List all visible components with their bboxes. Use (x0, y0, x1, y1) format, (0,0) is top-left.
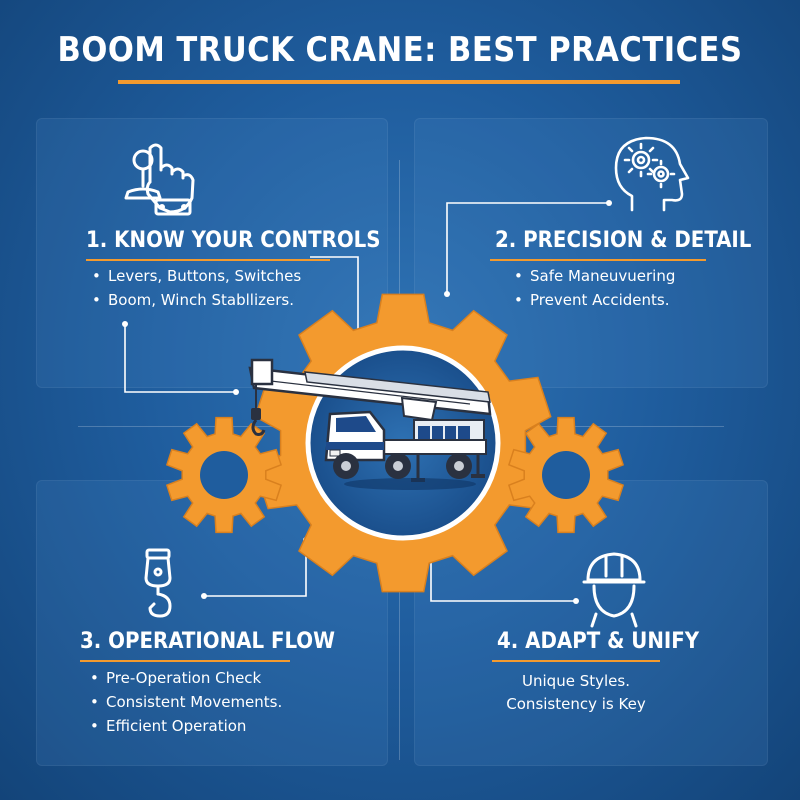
section-adapt-title: 4. ADAPT & UNIFY (497, 629, 700, 654)
list-item: Pre-Operation Check (88, 666, 282, 690)
connector-controls-top (310, 256, 359, 332)
connector-lines (124, 202, 609, 602)
section-precision-list: Safe Maneuvuering Prevent Accidents. (512, 264, 675, 312)
list-item: Consistent Movements. (88, 690, 282, 714)
title-underline (118, 80, 680, 84)
section-flow-underline (80, 660, 290, 662)
head-gears-icon (614, 136, 690, 212)
left-gear-icon (165, 416, 283, 534)
list-item: Safe Maneuvuering (512, 264, 675, 288)
crane-boom-icon (248, 358, 492, 436)
connector-precision (446, 202, 609, 294)
center-gear-ring (305, 345, 501, 541)
hard-hat-worker-icon (582, 552, 646, 628)
divider-vertical-top (399, 160, 400, 410)
crane-hook-icon (144, 548, 172, 618)
section-adapt-underline (492, 660, 660, 662)
list-item: Efficient Operation (88, 714, 282, 738)
section-controls-list: Levers, Buttons, Switches Boom, Winch St… (90, 264, 301, 312)
boom-truck-icon (324, 410, 487, 490)
section-adapt-text: Unique Styles. Consistency is Key (496, 670, 656, 716)
section-precision-underline (490, 259, 706, 261)
adapt-line: Consistency is Key (506, 695, 646, 713)
list-item: Prevent Accidents. (512, 288, 675, 312)
divider-vertical-bottom (399, 560, 400, 760)
connector-controls-left (124, 324, 236, 393)
connector-flow (204, 540, 307, 597)
list-item: Boom, Winch Stabllizers. (90, 288, 301, 312)
page-title: BOOM TRUCK CRANE: BEST PRACTICES (57, 30, 743, 70)
section-controls-underline (86, 259, 330, 261)
adapt-line: Unique Styles. (522, 672, 630, 690)
list-item: Levers, Buttons, Switches (90, 264, 301, 288)
section-flow-title: 3. OPERATIONAL FLOW (80, 629, 335, 654)
gear-hole (200, 451, 248, 499)
section-controls-title: 1. KNOW YOUR CONTROLS (86, 228, 381, 253)
section-precision-title: 2. PRECISION & DETAIL (495, 228, 752, 253)
section-flow-list: Pre-Operation Check Consistent Movements… (88, 666, 282, 738)
hand-joystick-icon (124, 143, 195, 216)
gear-hole (542, 451, 590, 499)
right-gear-icon (507, 416, 625, 534)
